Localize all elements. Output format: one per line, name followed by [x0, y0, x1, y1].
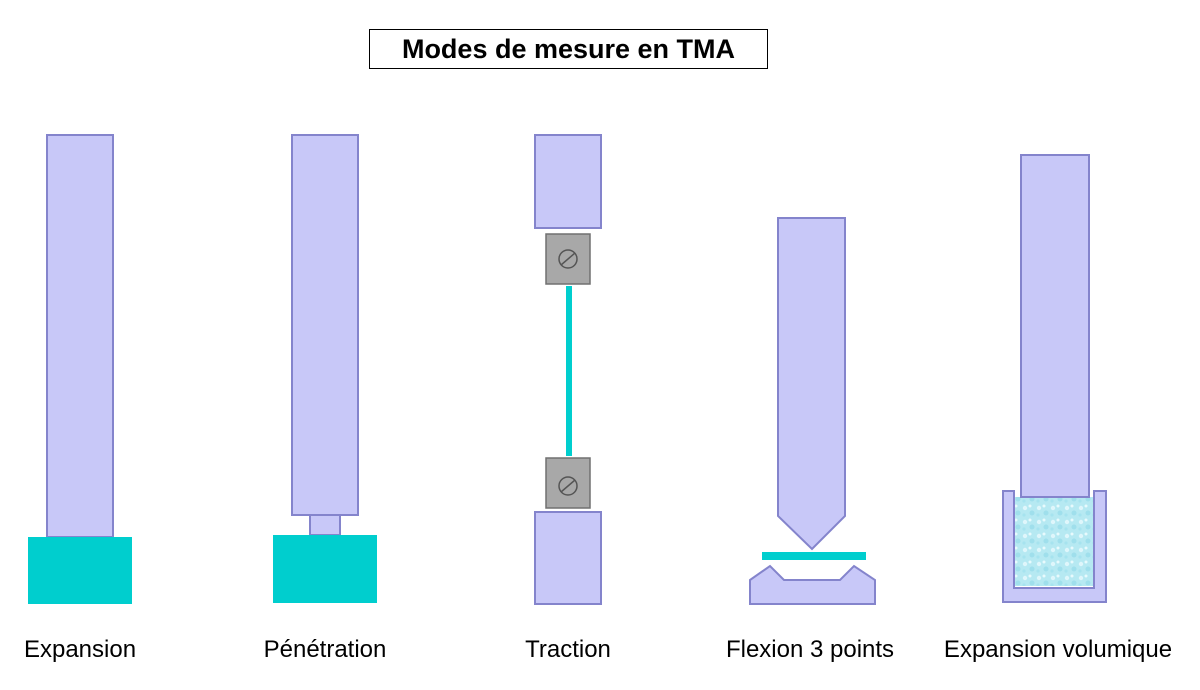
label-traction: Traction [525, 636, 611, 663]
diagram-title: Modes de mesure en TMA [369, 29, 768, 69]
penetration-sample [273, 535, 377, 603]
volumetric-powder-sample [1014, 497, 1094, 586]
flexion-sample-bar [762, 552, 866, 560]
traction-lower-clamp [545, 457, 591, 509]
penetration-probe [291, 134, 359, 516]
flexion-probe [777, 217, 846, 551]
traction-upper-probe [534, 134, 602, 229]
volumetric-container [1002, 490, 1107, 603]
volumetric-probe [1020, 154, 1090, 498]
label-penetration: Pénétration [263, 636, 387, 663]
traction-sample-fiber [566, 286, 572, 456]
traction-lower-probe [534, 511, 602, 605]
expansion-setup [28, 134, 132, 604]
flexion-support [749, 564, 876, 605]
upper-screw-icon [558, 249, 578, 269]
label-flexion-3-points: Flexion 3 points [725, 636, 895, 663]
lower-screw-icon [558, 476, 578, 496]
label-expansion: Expansion [23, 636, 137, 663]
volumetric-expansion-setup [1002, 154, 1107, 603]
expansion-probe [46, 134, 114, 538]
penetration-tip [309, 514, 341, 536]
label-expansion-volumique: Expansion volumique [943, 636, 1173, 663]
traction-setup [534, 134, 602, 605]
penetration-setup [273, 134, 377, 603]
expansion-sample [28, 537, 132, 604]
flexion-setup [749, 217, 876, 605]
